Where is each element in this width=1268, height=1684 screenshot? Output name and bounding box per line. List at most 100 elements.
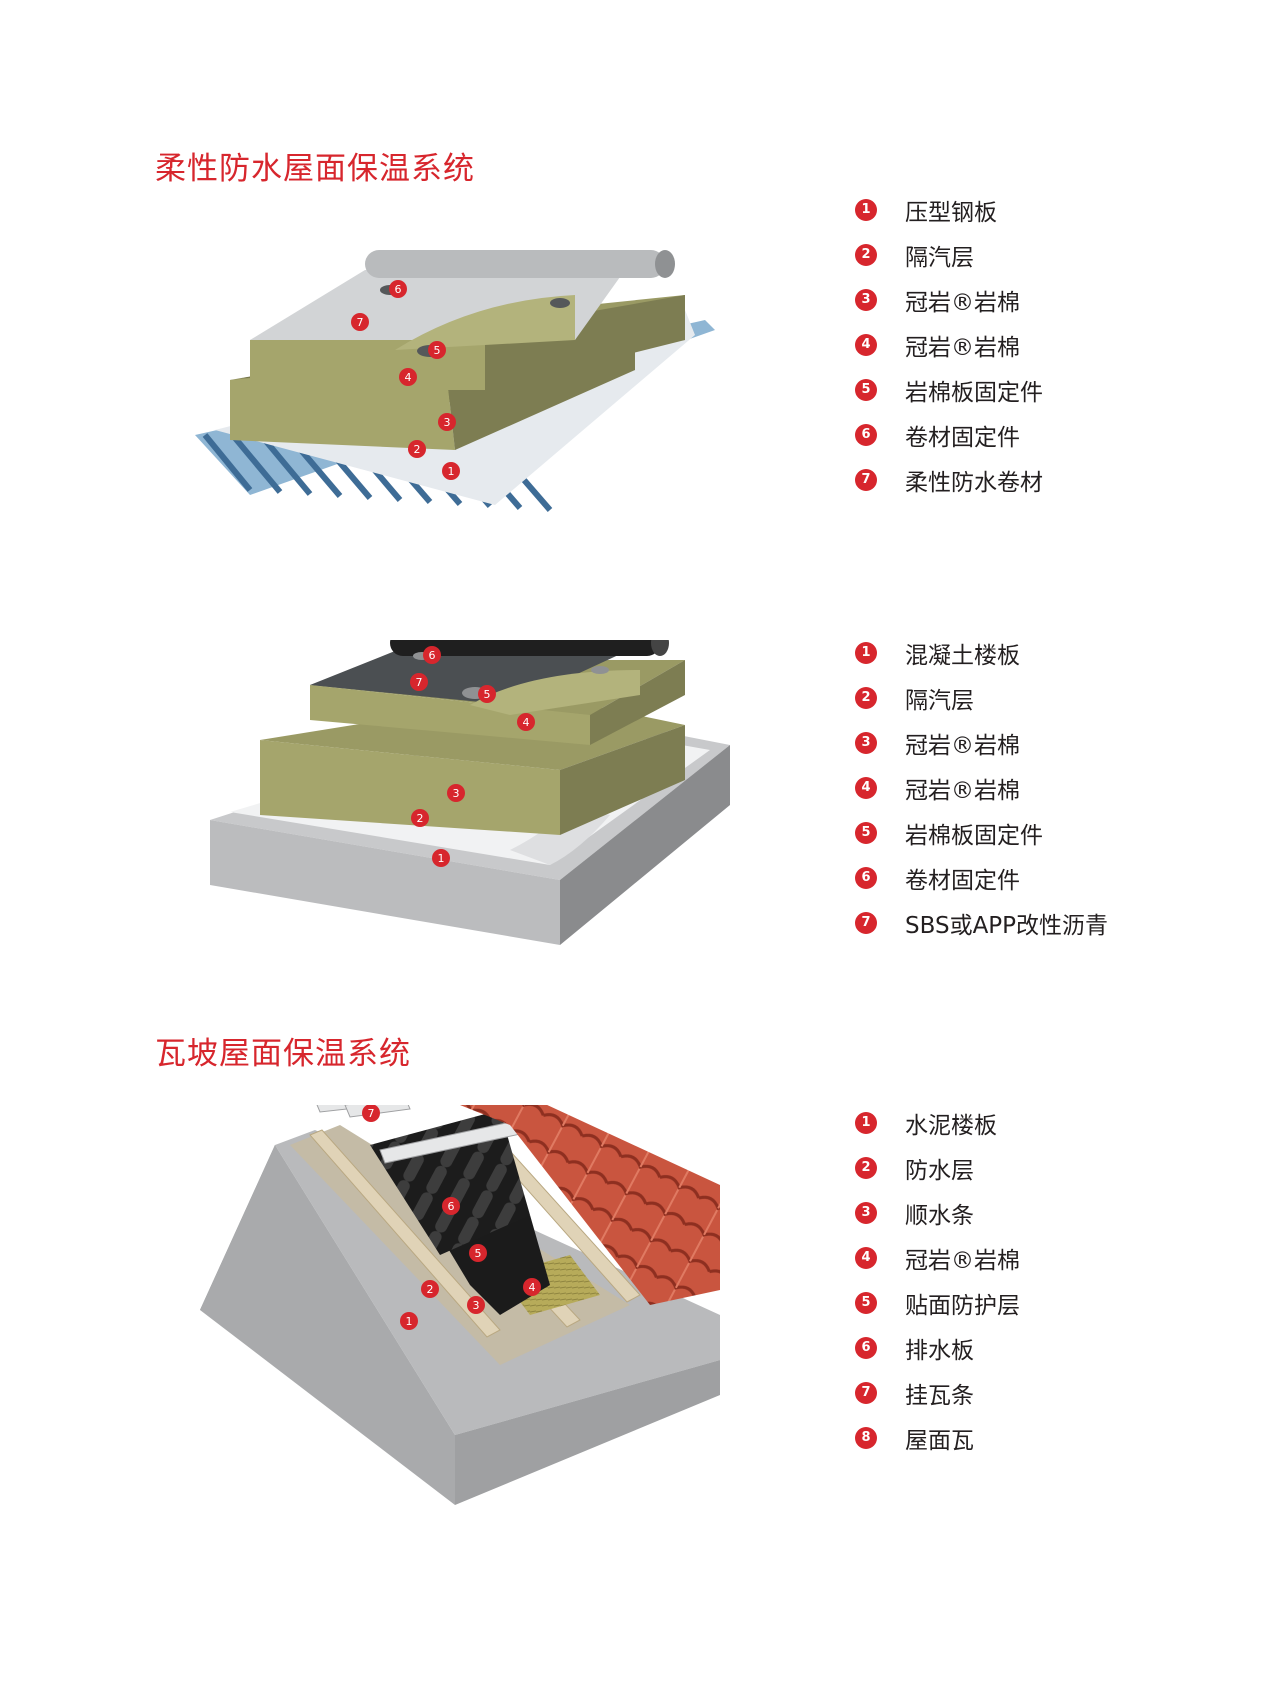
legend-label: 冠岩®岩棉 [905, 777, 1020, 804]
svg-text:5: 5 [475, 1247, 482, 1260]
marker-6: 6 [389, 280, 407, 298]
number-badge: 6 [855, 423, 877, 446]
number-badge: 7 [855, 1381, 877, 1404]
fastener [591, 666, 609, 674]
legend-label: SBS或APP改性沥青 [905, 912, 1109, 939]
number-badge: 6 [855, 1336, 877, 1359]
svg-text:3: 3 [473, 1299, 480, 1312]
legend-label: 防水层 [905, 1157, 974, 1184]
number-badge: 2 [855, 243, 877, 266]
legend-item: 7 SBS或APP改性沥青 [855, 900, 1108, 945]
legend-item: 4 冠岩®岩棉 [855, 322, 1043, 367]
legend-label: 岩棉板固定件 [905, 822, 1043, 849]
number-badge: 7 [855, 468, 877, 491]
legend-item: 2 隔汽层 [855, 232, 1043, 277]
legend-item: 7 柔性防水卷材 [855, 457, 1043, 502]
svg-text:4: 4 [529, 1281, 536, 1294]
legend-item: 3 冠岩®岩棉 [855, 277, 1043, 322]
asphalt-membrane [310, 645, 640, 705]
legend-item: 1 混凝土楼板 [855, 630, 1108, 675]
marker-2: 2 [411, 809, 429, 827]
legend-item: 6 卷材固定件 [855, 855, 1108, 900]
legend-label: 冠岩®岩棉 [905, 289, 1020, 316]
markers: 1 2 3 4 5 6 7 8 [362, 1105, 541, 1330]
legend-label: 冠岩®岩棉 [905, 334, 1020, 361]
marker-1: 1 [432, 849, 450, 867]
svg-text:7: 7 [416, 676, 423, 689]
number-badge: 7 [855, 911, 877, 934]
marker-4: 4 [523, 1278, 541, 1296]
marker-6: 6 [423, 646, 441, 664]
marker-1: 1 [400, 1312, 418, 1330]
legend-item: 6 排水板 [855, 1325, 1020, 1370]
legend-label: 岩棉板固定件 [905, 379, 1043, 406]
svg-text:6: 6 [395, 283, 402, 296]
legend-item: 6 卷材固定件 [855, 412, 1043, 457]
marker-4: 4 [517, 713, 535, 731]
legend-label: 顺水条 [905, 1202, 974, 1229]
marker-1: 1 [442, 462, 460, 480]
svg-text:3: 3 [453, 787, 460, 800]
number-badge: 3 [855, 1201, 877, 1224]
legend-label: 贴面防护层 [905, 1292, 1020, 1319]
legend-label: 混凝土楼板 [905, 642, 1020, 669]
number-badge: 1 [855, 198, 877, 221]
svg-text:6: 6 [429, 649, 436, 662]
markers: 1 2 3 4 5 6 7 [351, 280, 460, 480]
marker-3: 3 [438, 413, 456, 431]
legend-item: 5 岩棉板固定件 [855, 810, 1108, 855]
marker-3: 3 [467, 1296, 485, 1314]
fastener [550, 298, 570, 308]
marker-2: 2 [421, 1280, 439, 1298]
marker-7: 7 [410, 673, 428, 691]
svg-text:6: 6 [448, 1200, 455, 1213]
membrane-roll [365, 250, 675, 278]
legend-label: 柔性防水卷材 [905, 469, 1043, 496]
svg-text:4: 4 [405, 371, 412, 384]
svg-text:3: 3 [444, 416, 451, 429]
number-badge: 6 [855, 866, 877, 889]
legend-label: 卷材固定件 [905, 424, 1020, 451]
number-badge: 5 [855, 821, 877, 844]
number-badge: 4 [855, 776, 877, 799]
legend-label: 冠岩®岩棉 [905, 1247, 1020, 1274]
svg-text:2: 2 [417, 812, 424, 825]
svg-text:1: 1 [448, 465, 455, 478]
markers: 1 2 3 4 5 6 7 [410, 646, 535, 867]
asphalt-roll [390, 640, 669, 656]
legend-item: 4 冠岩®岩棉 [855, 1235, 1020, 1280]
legend-label: 卷材固定件 [905, 867, 1020, 894]
number-badge: 4 [855, 333, 877, 356]
svg-text:7: 7 [357, 316, 364, 329]
svg-text:1: 1 [438, 852, 445, 865]
svg-text:1: 1 [406, 1315, 413, 1328]
marker-5: 5 [469, 1244, 487, 1262]
marker-7: 7 [362, 1105, 380, 1122]
number-badge: 3 [855, 731, 877, 754]
marker-7: 7 [351, 313, 369, 331]
svg-text:7: 7 [368, 1107, 375, 1120]
number-badge: 3 [855, 288, 877, 311]
number-badge: 1 [855, 1111, 877, 1134]
flexible-roof-diagram: 1 2 3 4 5 6 7 [195, 250, 715, 512]
legend-label: 排水板 [905, 1337, 974, 1364]
legend-label: 冠岩®岩棉 [905, 732, 1020, 759]
legend-item: 3 冠岩®岩棉 [855, 720, 1108, 765]
legend-item: 5 岩棉板固定件 [855, 367, 1043, 412]
roof-tiles [460, 1105, 720, 1305]
number-badge: 5 [855, 378, 877, 401]
concrete-roof-diagram: 1 2 3 4 5 6 7 [210, 640, 730, 945]
legend-label: 隔汽层 [905, 244, 974, 271]
marker-6: 6 [442, 1197, 460, 1215]
number-badge: 4 [855, 1246, 877, 1269]
tile-roof-diagram: 1 2 3 4 5 6 7 8 [200, 1105, 720, 1505]
svg-text:2: 2 [427, 1283, 434, 1296]
number-badge: 1 [855, 641, 877, 664]
